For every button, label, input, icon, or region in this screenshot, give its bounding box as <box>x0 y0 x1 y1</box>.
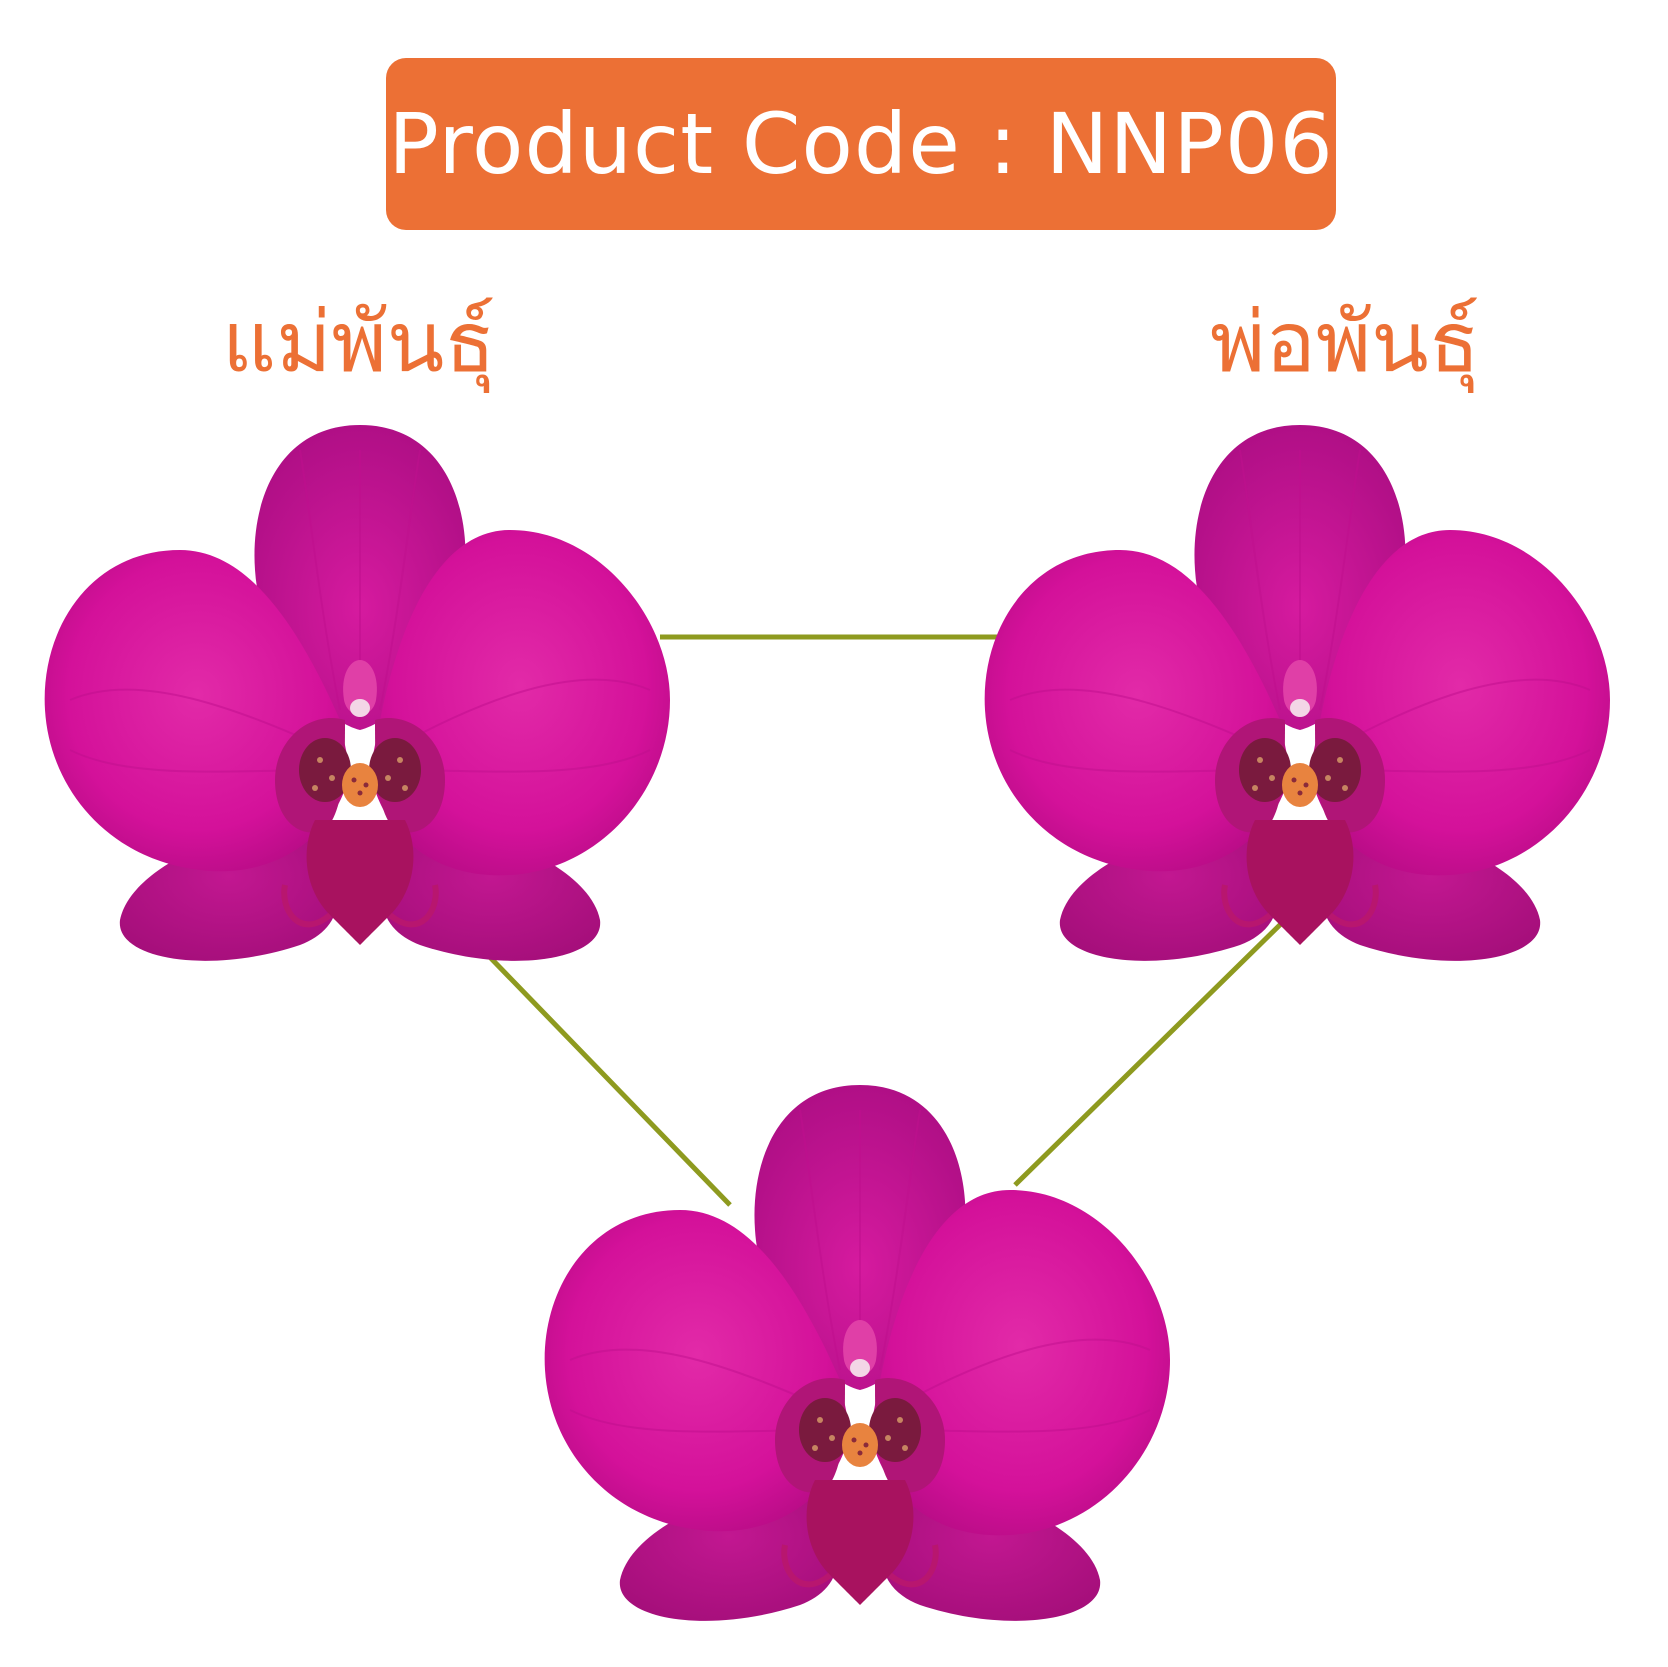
father-label: พ่อพันธุ์ <box>1210 293 1480 391</box>
product-code-badge: Product Code : NNP06 <box>386 58 1336 230</box>
father-orchid-icon <box>985 425 1610 961</box>
product-code-text: Product Code : NNP06 <box>388 95 1334 193</box>
offspring-orchid-icon <box>545 1085 1170 1621</box>
connector-right <box>1013 913 1292 1187</box>
mother-orchid-icon <box>45 425 670 961</box>
mother-label: แม่พันธุ์ <box>222 293 496 391</box>
